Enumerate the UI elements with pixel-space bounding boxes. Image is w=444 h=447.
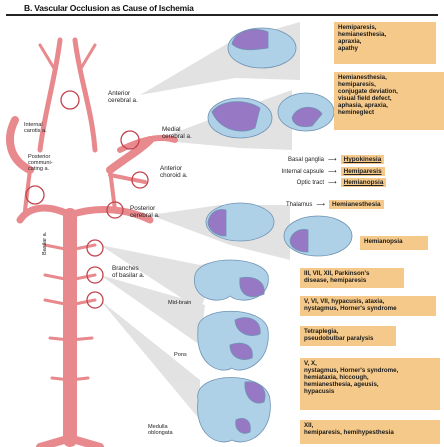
label-medial-cerebral: Medial cerebral a. bbox=[162, 126, 192, 140]
thalamus-structure: Thalamus bbox=[286, 202, 312, 208]
lesion-anterior bbox=[232, 29, 268, 49]
deficit-box-pons-upper: V, VI, VII, hypacusis, ataxia, nystagmus… bbox=[300, 296, 436, 316]
label-posterior-communicating: Posterior communi- cating a. bbox=[28, 154, 53, 173]
vertebral-right bbox=[76, 440, 100, 447]
deficit-box-anterior: Hemiparesis, hemianesthesia, apraxia, ap… bbox=[334, 22, 436, 64]
basilar-branch-7 bbox=[50, 338, 70, 340]
occlusion-basilar-1 bbox=[87, 240, 103, 256]
choroid-deficit-capsule: Hemiparesis bbox=[341, 167, 385, 176]
brain-pons bbox=[198, 311, 269, 370]
aca-branch-l bbox=[40, 45, 55, 70]
label-midbrain: Mid-brain bbox=[168, 300, 191, 306]
label-medulla: Medulla oblongata bbox=[148, 424, 173, 436]
occlusion-anterior bbox=[61, 91, 79, 109]
basilar-branch-10 bbox=[70, 378, 88, 380]
label-branches-basilar: Branches of basilar a. bbox=[112, 265, 145, 279]
choroid-deficit-optic: Hemianopsia bbox=[341, 178, 387, 187]
arrow-icon: ⟶ bbox=[328, 156, 337, 163]
choroid-row-optic-tract: Optic tract ⟶ Hemianopsia bbox=[268, 178, 386, 187]
deficit-box-midbrain: III, VII, XII, Parkinson's disease, hemi… bbox=[300, 268, 404, 288]
choroid-row-internal-capsule: Internal capsule ⟶ Hemiparesis bbox=[268, 167, 385, 176]
deficit-box-medial: Hemianesthesia, hemiparesis, conjugate d… bbox=[334, 72, 444, 130]
deficit-box-posterior: Hemianopsia bbox=[360, 236, 428, 250]
choroid-structure-capsule: Internal capsule bbox=[268, 169, 324, 175]
deficit-box-medulla-upper: V, X, nystagmus, Horner's syndrome, hemi… bbox=[300, 358, 440, 410]
arrow-icon: ⟶ bbox=[328, 168, 337, 175]
vertebral-left bbox=[40, 440, 64, 447]
label-anterior-cerebral: Anterior cerebral a. bbox=[108, 90, 138, 104]
label-internal-carotid: Internal carotis a. bbox=[24, 122, 47, 134]
choroid-structure-optic: Optic tract bbox=[268, 180, 324, 186]
label-basilar: Basilar a. bbox=[42, 232, 48, 255]
basilar-branch-9 bbox=[52, 378, 70, 380]
pca-left bbox=[20, 208, 70, 220]
deficit-box-pons-lower: Tetraplegia, pseudobulbar paralysis bbox=[300, 326, 396, 346]
thalamus-deficit: Hemianesthesia bbox=[329, 200, 384, 209]
arrow-icon: ⟶ bbox=[316, 201, 325, 208]
deficit-box-medulla-lower: XII, hemiparesis, hemihypesthesia bbox=[300, 420, 440, 444]
basilar-branch-8 bbox=[70, 338, 92, 340]
label-pons: Pons bbox=[174, 352, 187, 358]
label-anterior-choroid: Anterior choroid a. bbox=[160, 165, 188, 179]
ach-right bbox=[110, 175, 145, 182]
arrow-icon: ⟶ bbox=[328, 179, 337, 186]
thalamus-row: Thalamus ⟶ Hemianesthesia bbox=[286, 200, 384, 209]
choroid-row-basal-ganglia: Basal ganglia ⟶ Hypokinesia bbox=[268, 155, 384, 164]
aca-branch-r bbox=[80, 45, 95, 70]
choroid-structure-basal: Basal ganglia bbox=[268, 157, 324, 163]
label-posterior-cerebral: Posterior cerebral a. bbox=[130, 205, 160, 219]
choroid-deficit-basal: Hypokinesia bbox=[341, 155, 385, 164]
